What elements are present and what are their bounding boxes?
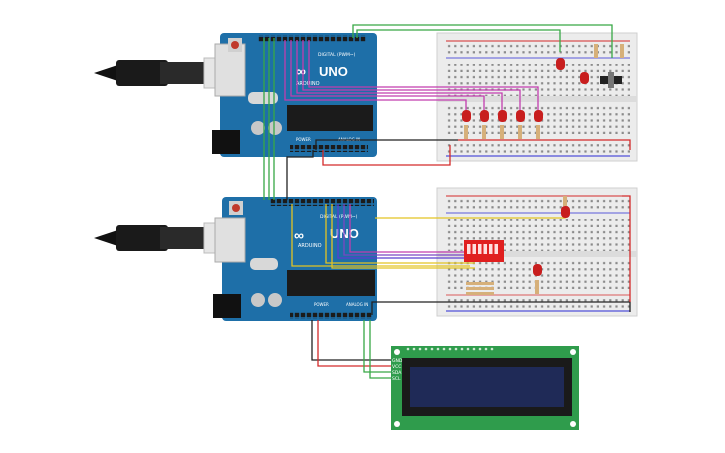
resistor-icon [482, 125, 486, 139]
board-brand: ARDUINO [298, 243, 322, 249]
arduino-uno-board[interactable]: ∞ UNO ARDUINO DIGITAL (PWM~) POWER ANALO… [212, 33, 377, 157]
digital-header-label: DIGITAL (PWM~) [320, 214, 358, 220]
lcd-display[interactable]: GND VCC SDA SCL [391, 346, 579, 430]
lcd-pin-vcc: VCC [392, 364, 401, 370]
led-row[interactable] [462, 58, 589, 122]
board-model: UNO [319, 64, 348, 79]
led-icon[interactable] [561, 206, 570, 218]
led-icon[interactable] [533, 264, 542, 276]
resistor-icon[interactable] [535, 280, 539, 294]
board-brand: ARDUINO [296, 81, 320, 87]
led-icon [498, 110, 507, 122]
power-header-label: POWER [296, 137, 311, 142]
resistor-icon [464, 125, 468, 139]
wires[interactable] [263, 24, 631, 379]
resistor-icon[interactable] [563, 196, 567, 206]
digital-header-label: DIGITAL (PWM~) [318, 52, 356, 58]
resistor-icon [466, 282, 494, 285]
led-icon [580, 72, 589, 84]
lcd-pin-scl: SCL [392, 376, 401, 382]
resistor-icon [500, 125, 504, 139]
resistor-icon [466, 292, 494, 295]
lcd-pin-sda: SDA [392, 370, 402, 376]
resistor-bank[interactable] [466, 282, 494, 295]
dip-switch-icon[interactable] [464, 240, 504, 262]
resistor-icon [536, 125, 540, 139]
resistor-icon [620, 44, 624, 58]
lcd-screen [410, 367, 564, 407]
breadboard-top[interactable] [436, 32, 638, 162]
power-header-label: POWER [314, 302, 329, 307]
led-icon [480, 110, 489, 122]
resistor-row[interactable] [464, 44, 624, 139]
arduino-uno-board[interactable]: ∞ UNO ARDUINO DIGITAL (PWM~) POWER ANALO… [213, 197, 377, 321]
logo-icon: ∞ [294, 227, 304, 243]
led-icon [462, 110, 471, 122]
resistor-icon [518, 125, 522, 139]
led-icon [534, 110, 543, 122]
logo-icon: ∞ [296, 63, 306, 79]
lcd-pin-gnd: GND [392, 358, 403, 364]
resistor-icon [466, 287, 494, 290]
led-icon [516, 110, 525, 122]
potentiometer-icon[interactable] [600, 72, 622, 88]
analog-header-label: ANALOG IN [346, 302, 368, 307]
led-icon [556, 58, 565, 70]
resistor-icon [594, 44, 598, 58]
